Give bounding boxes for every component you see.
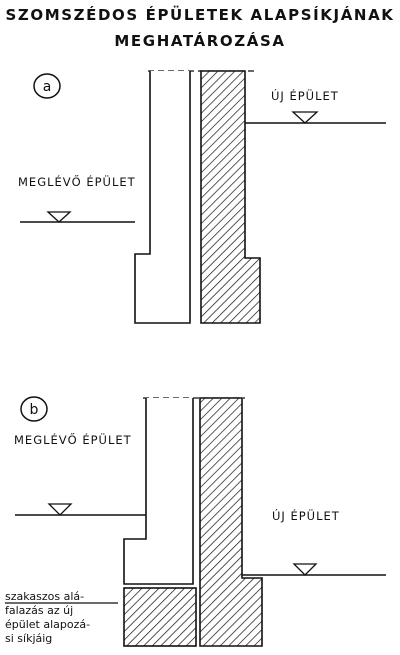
panel-a-marker: a: [33, 73, 61, 99]
panel-b: b MEGLÉVŐ ÉPÜLET ÚJ ÉPÜLET szakaszos alá…: [5, 396, 386, 647]
panel-b-existing-label: MEGLÉVŐ ÉPÜLET: [14, 431, 132, 447]
panel-a: a MEGLÉVŐ ÉPÜLET ÚJ ÉPÜLET: [18, 70, 386, 324]
panel-b-new-wall: [199, 397, 263, 647]
panel-a-existing-label: MEGLÉVŐ ÉPÜLET: [18, 173, 136, 189]
panel-b-note-line: szakaszos alá-: [5, 590, 84, 603]
panel-a-marker-letter: a: [43, 79, 52, 95]
panel-b-note-line: épület alapozá-: [5, 618, 90, 631]
title-line-2: MEGHATÁROZÁSA: [114, 31, 285, 50]
panel-b-marker: b: [20, 396, 48, 422]
panel-b-existing-level-marker-icon: [47, 503, 73, 516]
panel-b-existing-wall: [123, 398, 194, 585]
panel-a-existing-level-marker-icon: [46, 211, 72, 223]
panel-b-new-level-marker-icon: [292, 563, 318, 576]
panel-b-new-label: ÚJ ÉPÜLET: [272, 507, 340, 523]
panel-a-new-label: ÚJ ÉPÜLET: [271, 87, 339, 103]
panel-a-new-level-marker-icon: [291, 111, 319, 124]
panel-b-underpinning: [123, 587, 197, 647]
panel-b-note-line: si síkjáig: [5, 632, 52, 645]
title-line-1: SZOMSZÉDOS ÉPÜLETEK ALAPSÍKJÁNAK: [5, 5, 394, 24]
panel-b-note-line: falazás az új: [5, 604, 73, 617]
panel-b-marker-letter: b: [30, 402, 39, 418]
panel-b-note: szakaszos alá- falazás az új épület alap…: [5, 590, 118, 645]
panel-a-new-wall: [200, 70, 261, 324]
panel-a-existing-wall: [134, 71, 191, 324]
